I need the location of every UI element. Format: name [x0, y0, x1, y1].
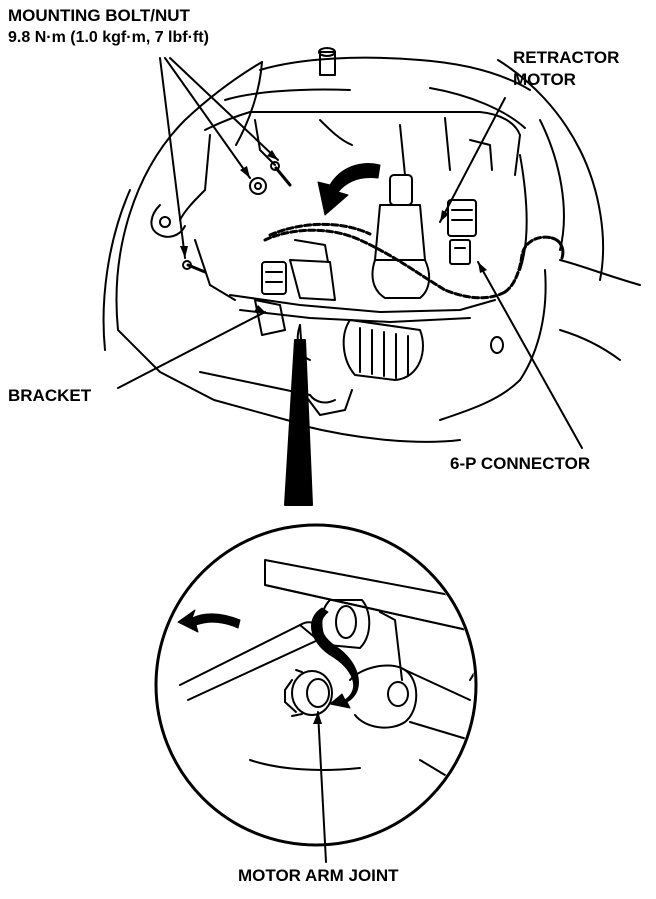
mounting-bolt-label: MOUNTING BOLT/NUT	[8, 6, 190, 25]
detail-pointer	[284, 339, 313, 506]
wire-harness	[263, 222, 565, 300]
detail-arrows	[177, 607, 359, 709]
body-panel-outline	[102, 47, 641, 443]
six-p-connector-shape	[447, 199, 504, 354]
six-p-connector-label: 6-P CONNECTOR	[450, 454, 591, 473]
bolts	[182, 161, 292, 274]
bracket-shape	[254, 239, 336, 361]
leader-lines	[117, 57, 583, 863]
retractor-motor-label-line1: RETRACTOR	[513, 48, 620, 67]
motor-arm-joint-label: MOTOR ARM JOINT	[238, 866, 399, 885]
retractor-motor-label-line2: MOTOR	[513, 70, 576, 89]
detail-view	[179, 559, 474, 791]
detail-circle	[154, 523, 478, 847]
torque-spec-label: 9.8 N·m (1.0 kgf·m, 7 lbf·ft)	[8, 29, 209, 46]
rotation-arrow	[317, 163, 381, 216]
bracket-label: BRACKET	[8, 386, 92, 405]
leader-arrowheads	[180, 150, 487, 724]
retractor-motor	[299, 174, 431, 416]
mounting-frame	[150, 111, 521, 323]
